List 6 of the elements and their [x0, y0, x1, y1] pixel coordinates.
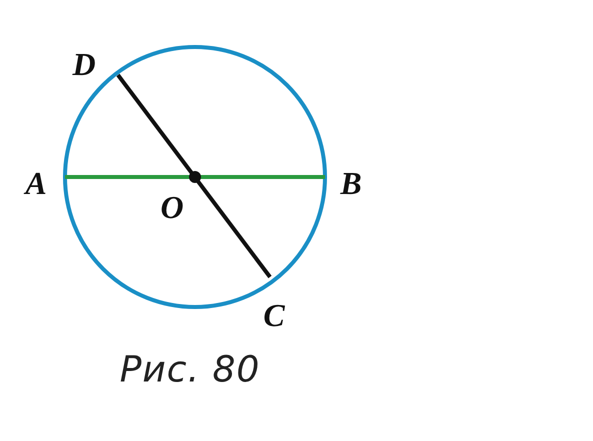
point-label: B: [340, 167, 362, 199]
point-label: C: [263, 299, 285, 331]
point-label: O: [160, 191, 184, 223]
point-label: A: [25, 167, 47, 199]
point-label: D: [72, 48, 96, 80]
figure-caption: Рис. 80: [120, 350, 260, 390]
